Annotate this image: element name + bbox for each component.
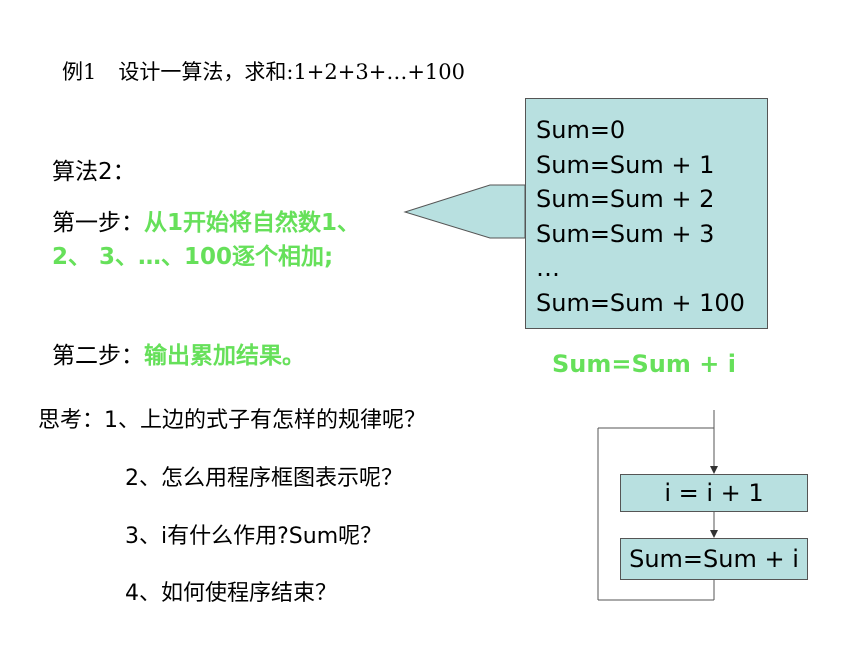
step-two: 第二步：输出累加结果。 (52, 336, 305, 370)
thinking-question-3: 3、i有什么作用?Sum呢？ (125, 524, 383, 549)
step-two-prefix: 第二步： (52, 343, 144, 369)
step-one-prefix: 第一步： (52, 210, 144, 236)
thinking-question-4: 4、如何使程序结束？ (125, 581, 337, 606)
step-one: 第一步：从1开始将自然数1、2、 3、…、100逐个相加; (52, 206, 382, 274)
sum-line: Sum=0 (536, 116, 626, 144)
sum-line: Sum=Sum + 2 (536, 185, 715, 213)
example-number: 例1 (62, 60, 97, 84)
example-text: 设计一算法，求和:1+2+3+…+100 (118, 60, 465, 84)
flow-box-accumulate: Sum=Sum + i (620, 538, 808, 580)
algorithm-label: 算法2： (52, 159, 136, 185)
sum-line: Sum=Sum + 3 (536, 219, 715, 248)
general-formula: Sum=Sum + i (552, 350, 736, 378)
callout-arrow (403, 184, 526, 239)
sum-line: … (536, 254, 560, 282)
thinking-question-2: 2、怎么用程序框图表示呢？ (125, 466, 403, 491)
slide-title: 例1 设计一算法，求和:1+2+3+…+100 (62, 56, 465, 86)
sum-line: Sum=Sum + 1 (536, 150, 715, 179)
step-one-text: 从1开始将自然数1、2、 3、…、100逐个相加; (52, 210, 361, 270)
sum-line: Sum=Sum + 100 (536, 288, 745, 317)
thinking-question-1: 思考：1、上边的式子有怎样的规律呢？ (38, 408, 426, 433)
flow-box-increment: i = i + 1 (620, 474, 808, 512)
sum-steps-box: Sum=0 Sum=Sum + 1 Sum=Sum + 2 Sum=Sum + … (525, 98, 768, 329)
flow-arrowhead-middle (710, 530, 718, 538)
step-two-text: 输出累加结果。 (144, 343, 305, 369)
flow-arrowhead-entry (710, 466, 718, 474)
